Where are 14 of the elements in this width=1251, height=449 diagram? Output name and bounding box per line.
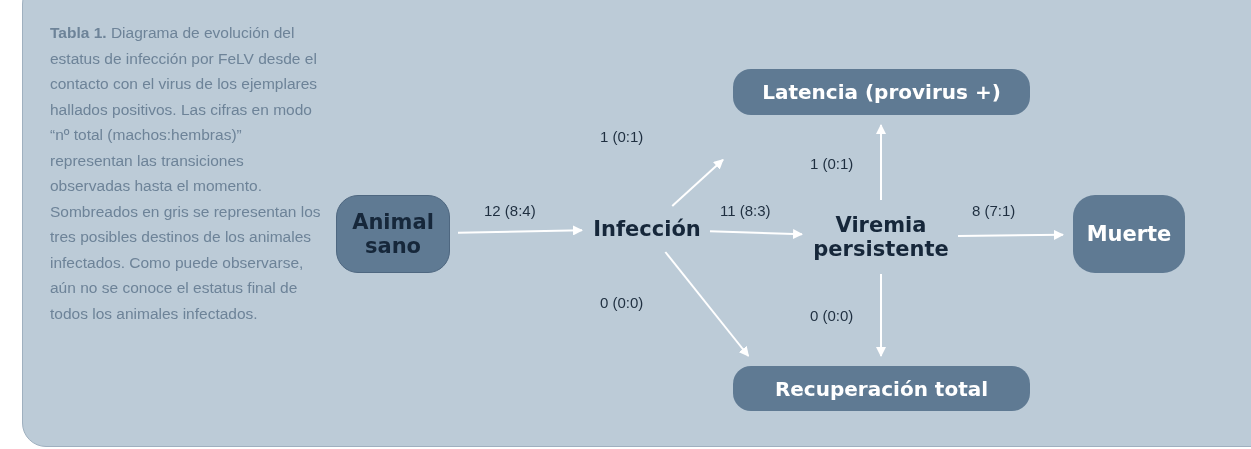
arrow xyxy=(671,158,724,207)
state-box: Muerte xyxy=(1073,195,1185,273)
arrow xyxy=(957,229,1064,240)
arrow xyxy=(664,251,750,357)
state-box: Recuperación total xyxy=(733,366,1030,411)
caption: Tabla 1. Diagrama de evolución del estatus de infección por FeLV desde el contacto con el virus de los ejemplares hallados positivos. Las cifras en modo “nº total (machos:hembras)” representan las transiciones observadas hasta el momento. Sombreados en gris se representan los tres posibles destinos de los animales infectados. Como puede observarse, aún no se conoce el estatus final de todos los animales infectados. xyxy=(50,23,322,324)
arrow xyxy=(709,229,803,239)
state-label: Viremia persistente xyxy=(812,208,950,266)
state-box: Latencia (provirus +) xyxy=(733,69,1030,115)
arrow xyxy=(457,225,583,236)
state-label: Infección xyxy=(592,214,702,244)
arrow xyxy=(876,124,886,201)
state-box: Animal sano xyxy=(336,195,450,273)
arrow xyxy=(876,273,886,357)
